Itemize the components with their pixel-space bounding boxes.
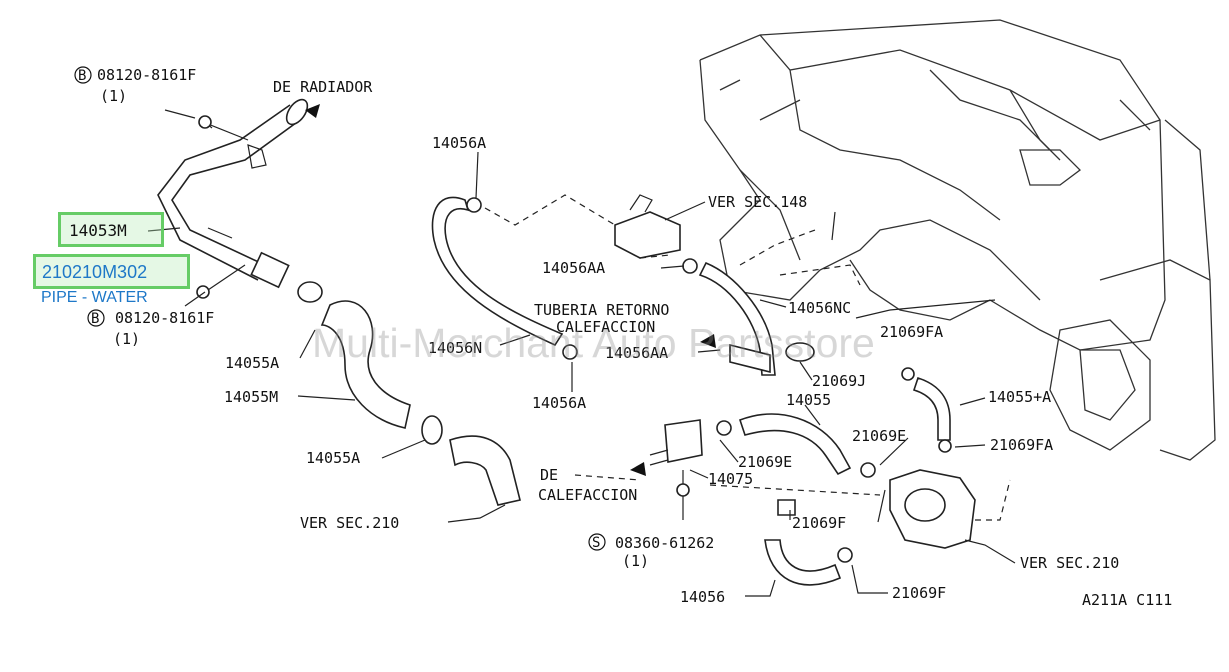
engine-block-illustration	[699, 19, 1216, 461]
connector-14075	[649, 419, 703, 520]
watermark-text: Multi-Merchant Auto Partsstore	[312, 320, 875, 366]
label-14056AA-mid: 14056AA	[605, 344, 668, 362]
label-calefaccion-top: CALEFACCION	[556, 318, 655, 336]
label-bolt-bottom-code: 08120-8161F	[115, 309, 214, 327]
part-labels: 08120-8161F (1) DE RADIADOR 14056A VER S…	[97, 66, 1172, 609]
circled-markers: B B S	[74, 66, 606, 551]
bolt-marker-top-letter: B	[78, 68, 86, 84]
label-21069J: 21069J	[812, 372, 866, 390]
bolt-marker-bottom-letter: B	[91, 311, 99, 327]
valve-illustration	[614, 194, 681, 259]
label-bolt-bottom-qty: (1)	[113, 330, 140, 348]
water-pipe-illustration	[157, 98, 309, 289]
label-de: DE	[540, 466, 558, 484]
label-14056AA-top: 14056AA	[542, 259, 605, 277]
label-21069F-bottom: 21069F	[892, 584, 946, 602]
highlight-part-number[interactable]: 210210M302	[33, 254, 190, 289]
label-14056: 14056	[680, 588, 725, 606]
highlight-part-label[interactable]: 14053M	[58, 212, 164, 247]
bolt-marker-top	[74, 66, 92, 84]
label-21069E-mid: 21069E	[738, 453, 792, 471]
hose-14055M	[297, 281, 443, 445]
screw-marker	[588, 533, 606, 551]
label-14075: 14075	[708, 470, 753, 488]
part-description: PIPE - WATER	[41, 289, 148, 306]
hose-14056-bottom	[764, 539, 853, 586]
bolt-marker-bottom	[87, 309, 105, 327]
hose-14055	[716, 413, 876, 478]
label-ver-sec-210-left: VER SEC.210	[300, 514, 399, 532]
routing-lines	[484, 194, 1011, 521]
label-21069F-mid: 21069F	[792, 514, 846, 532]
label-21069FA-right: 21069FA	[990, 436, 1053, 454]
label-14055M: 14055M	[224, 388, 278, 406]
label-ver-sec-148: VER SEC.148	[708, 193, 807, 211]
label-14055A-bottom: 14055A	[306, 449, 360, 467]
label-14055plusA: 14055+A	[988, 388, 1051, 406]
label-de-radiador: DE RADIADOR	[273, 78, 373, 96]
label-screw-code: 08360-61262	[615, 534, 714, 552]
label-21069FA-top: 21069FA	[880, 323, 943, 341]
highlight-part-label-text: 14053M	[69, 221, 127, 240]
label-14056NC: 14056NC	[788, 299, 851, 317]
label-14056N: 14056N	[428, 339, 482, 357]
label-ref-code: A211A C111	[1082, 591, 1172, 609]
hose-14056N	[431, 196, 578, 360]
label-21069E-right: 21069E	[852, 427, 906, 445]
label-bolt-top-code: 08120-8161F	[97, 66, 196, 84]
hose-14055plusA	[901, 367, 952, 453]
thermostat-housing	[777, 469, 976, 549]
label-14056A-mid: 14056A	[532, 394, 586, 412]
highlight-part-number-text: 210210M302	[42, 262, 148, 282]
bolt-illustrations	[196, 115, 249, 299]
clamp-21069J	[729, 342, 815, 374]
label-14055A-top: 14055A	[225, 354, 279, 372]
label-screw-qty: (1)	[622, 552, 649, 570]
flow-arrows	[305, 104, 716, 476]
screw-marker-letter: S	[592, 535, 600, 551]
label-tuberia-retorno: TUBERIA RETORNO	[534, 301, 669, 319]
label-calefaccion-bottom: CALEFACCION	[538, 486, 637, 504]
label-14056A-top: 14056A	[432, 134, 486, 152]
lower-elbow-pipe	[449, 435, 521, 506]
leader-lines	[147, 109, 1016, 597]
label-14055: 14055	[786, 391, 831, 409]
label-ver-sec-210-right: VER SEC.210	[1020, 554, 1119, 572]
label-bolt-top-qty: (1)	[100, 87, 127, 105]
